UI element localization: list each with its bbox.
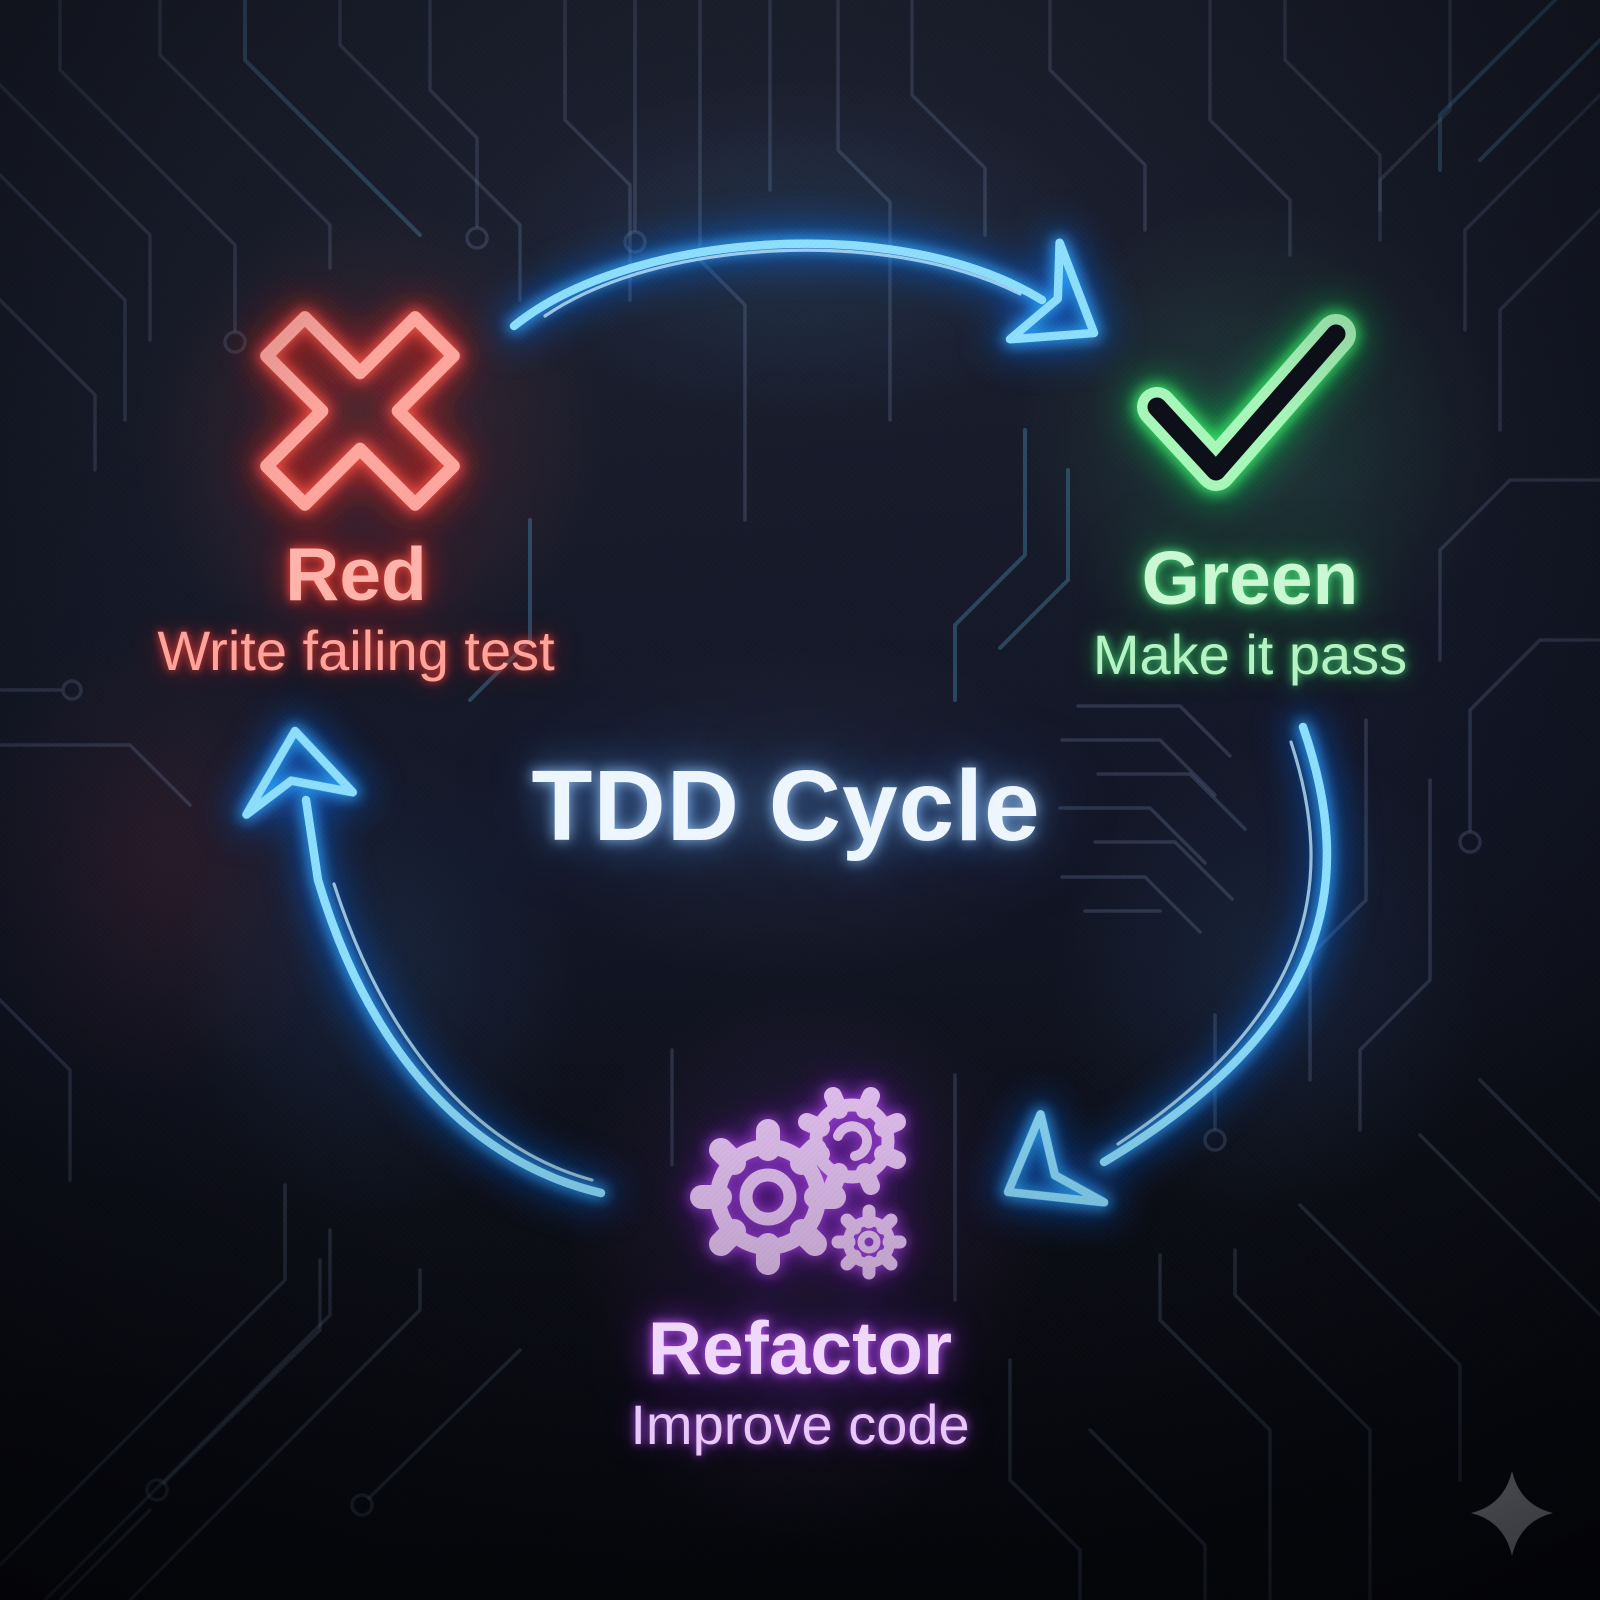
step-refactor-label: Refactor (647, 1306, 953, 1390)
step-green-label: Green (1141, 536, 1359, 620)
step-green-description: Make it pass (1092, 623, 1408, 686)
step-red: Red Write failing test (157, 534, 554, 681)
check-icon (1157, 334, 1336, 471)
step-refactor: Refactor Improve code (630, 1308, 969, 1455)
x-icon (212, 263, 509, 560)
step-red-description: Write failing test (157, 619, 555, 682)
step-green: Green Make it pass (1093, 538, 1407, 685)
step-red-label: Red (285, 532, 427, 616)
step-refactor-description: Improve code (630, 1393, 970, 1456)
diagram-title: TDD Cycle (531, 750, 1041, 862)
sparkle-icon (1471, 1471, 1553, 1556)
gears-icon (702, 1096, 900, 1273)
arrow-red-to-green (514, 243, 1125, 376)
